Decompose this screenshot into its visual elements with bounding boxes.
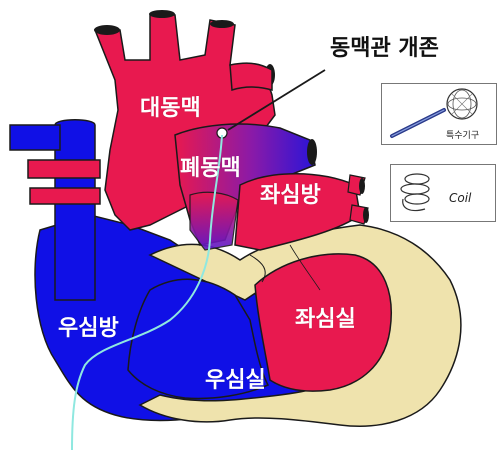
left-blue-vessel [10,125,60,150]
label-right-ventricle: 우심실 [205,370,266,392]
label-left-ventricle: 좌심실 [295,309,356,331]
coil-icon [391,165,495,221]
diagram-title: 동맥관 개존 [330,38,439,60]
label-pulmonary-artery: 폐동맥 [180,158,241,180]
coil-inset: Coil [390,164,496,222]
coil-caption: Coil [449,191,471,205]
device-inset: 특수기구 [381,83,497,145]
label-left-atrium: 좌심방 [260,185,321,207]
left-red-vessel-1 [28,160,100,178]
label-aorta: 대동맥 [140,98,201,120]
aorta-arch-right [230,63,272,90]
left-red-vessel-2 [30,188,100,204]
device-caption: 특수기구 [446,128,479,141]
label-right-atrium: 우심방 [58,318,119,340]
vena-cava [55,120,95,300]
